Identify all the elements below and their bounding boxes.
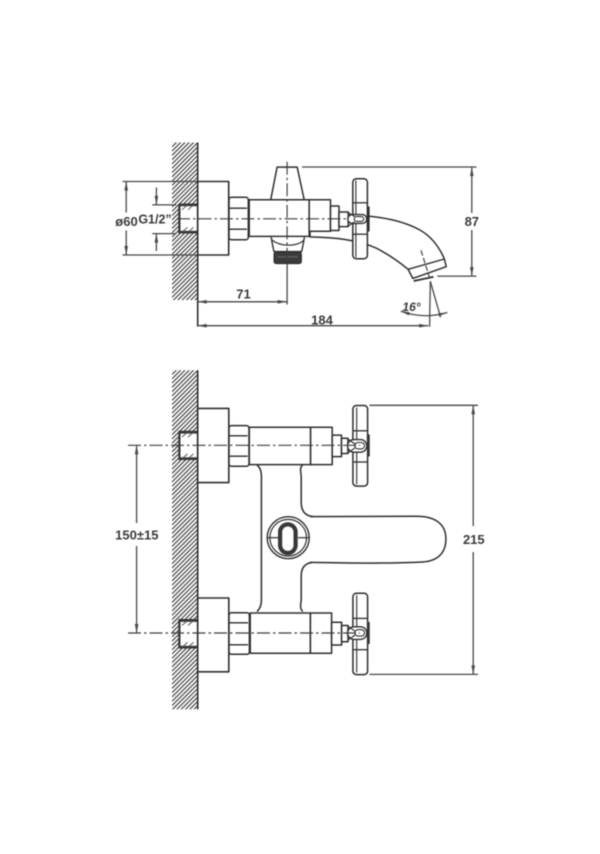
svg-text:16°: 16° xyxy=(402,300,420,314)
svg-text:ø60: ø60 xyxy=(115,214,137,229)
svg-text:150±15: 150±15 xyxy=(115,527,158,542)
svg-text:215: 215 xyxy=(463,532,485,547)
svg-text:G1/2”: G1/2” xyxy=(138,213,171,227)
svg-text:71: 71 xyxy=(236,287,250,302)
svg-text:87: 87 xyxy=(465,214,479,229)
svg-text:184: 184 xyxy=(311,312,333,327)
